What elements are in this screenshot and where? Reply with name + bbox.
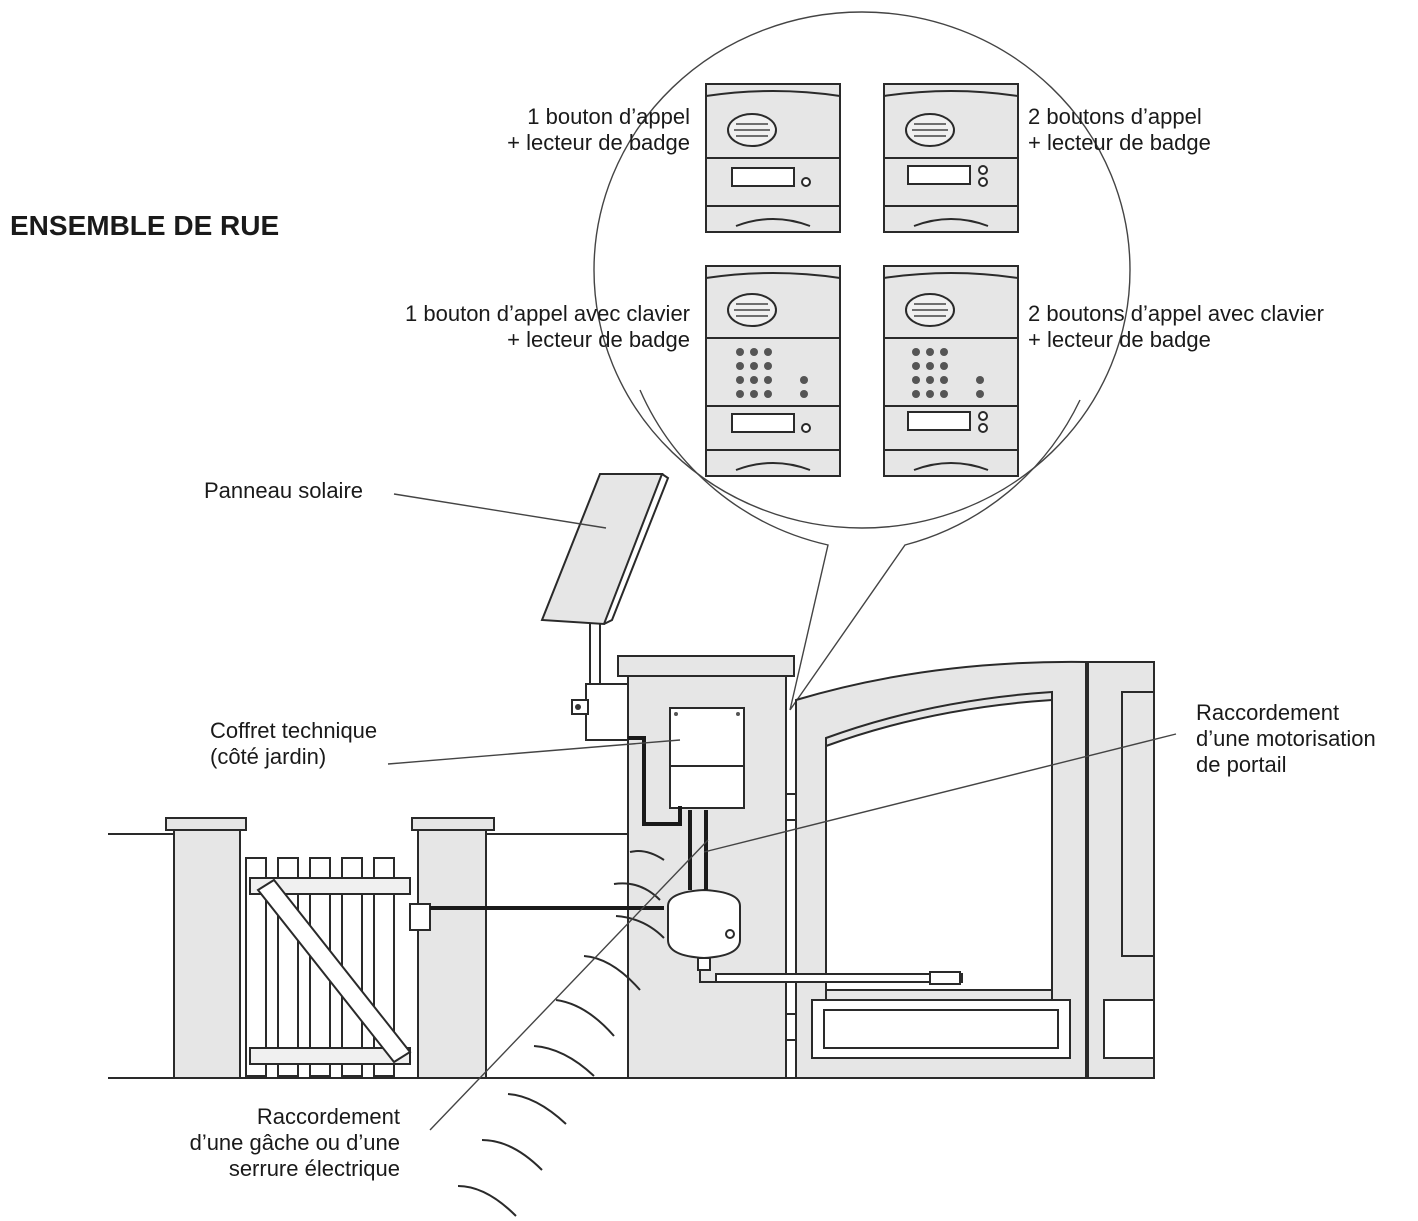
panel-2-line2: + lecteur de badge [1028,130,1211,155]
keypad-icon [912,348,984,398]
panel-1-line1: 1 bouton d’appel [527,104,690,129]
call-button-icon [978,423,988,433]
call-button-icon [978,165,988,175]
call-button-icon [801,177,811,187]
lock-line2: d’une gâche ou d’une [189,1130,400,1155]
panel-4-label: 2 boutons d’appel avec clavier + lecteur… [1028,301,1324,353]
cables [430,736,716,983]
motor-label: Raccordement d’une motorisation de porta… [1196,700,1376,778]
panel-1-line2: + lecteur de badge [507,130,690,155]
technical-box-icon [669,707,745,809]
pedestrian-gate [245,857,412,1077]
call-button-icon [978,177,988,187]
solar-panel-label: Panneau solaire [204,478,364,503]
badge-reader-icon [907,165,971,185]
panel-1-label: 1 bouton d’appel + lecteur de badge [430,104,690,156]
leader-lines [387,493,1177,1131]
lock-label: Raccordement d’une gâche ou d’une serrur… [130,1104,400,1182]
left-pillar [165,817,247,1079]
tech-box-line2: (côté jardin) [210,744,327,769]
intercom-panel-1 [705,83,841,233]
solar-panel [540,473,670,741]
radio-waves [457,850,665,1217]
receiver-icon [667,888,741,960]
zoom-bubble-top [593,11,1131,529]
call-button-icon [801,423,811,433]
badge-reader-icon [731,167,795,187]
call-button-icon [978,411,988,421]
panel-4-line2: + lecteur de badge [1028,327,1211,352]
lock-line3: serrure électrique [228,1156,400,1181]
tech-box-line1: Coffret technique [210,718,378,743]
motor-line1: Raccordement [1196,700,1340,725]
panel-4-line1: 2 boutons d’appel avec clavier [1028,301,1324,326]
tech-box-label: Coffret technique (côté jardin) [210,718,377,770]
panel-3-line1: 1 bouton d’appel avec clavier [405,301,690,326]
motorised-gate [715,660,1155,1079]
panel-2-label: 2 boutons d’appel + lecteur de badge [1028,104,1211,156]
panel-2-line1: 2 boutons d’appel [1028,104,1202,129]
diagram-title: ENSEMBLE DE RUE [10,210,280,241]
middle-pillar [409,817,495,1079]
badge-reader-icon [731,413,795,433]
panel-3-line2: + lecteur de badge [507,327,690,352]
keypad-icon [736,348,808,398]
intercom-panel-2 [883,83,1019,233]
badge-reader-icon [907,411,971,431]
intercom-panel-4 [883,265,1019,477]
motor-line2: d’une motorisation [1196,726,1376,751]
intercom-panel-3 [705,265,841,477]
panel-3-label: 1 bouton d’appel avec clavier + lecteur … [330,301,690,353]
electric-lock-icon [409,903,431,931]
motor-line3: de portail [1196,752,1287,777]
zoom-bubble-outline [639,389,1081,711]
lock-line1: Raccordement [256,1104,400,1129]
